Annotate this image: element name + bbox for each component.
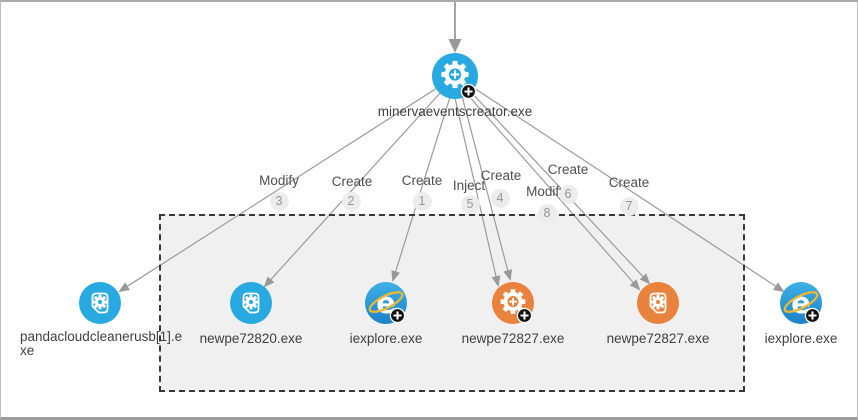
edge-inject-5 <box>454 97 501 287</box>
edge-create-1 <box>391 96 451 282</box>
process-label: newpe72827.exe <box>461 331 565 346</box>
edge-action-label: Create <box>608 175 650 190</box>
file-gear-icon <box>230 282 272 324</box>
expand-plus-icon[interactable] <box>804 307 821 324</box>
process-node-newpe72820[interactable] <box>230 282 272 324</box>
edge-modify-3 <box>118 87 438 293</box>
edge-sequence-badge: 3 <box>269 191 289 211</box>
edge-create-2 <box>263 91 442 288</box>
edge-sequence-badge: 7 <box>619 196 639 216</box>
edge-action-label: Modify <box>259 173 299 188</box>
process-node-iexplore-1[interactable] <box>365 282 407 324</box>
process-label-parent: minervaeventscreator.exe <box>377 104 533 119</box>
process-label: iexplore.exe <box>349 331 423 346</box>
edge-action-label: Create <box>401 173 443 188</box>
expand-plus-icon[interactable] <box>389 307 406 324</box>
process-label: newpe72827.exe <box>606 331 710 346</box>
edge-sequence-badge: 1 <box>412 191 432 211</box>
process-label: newpe72820.exe <box>199 331 303 346</box>
edge-sequence-badge: 2 <box>341 191 361 211</box>
edge-sequence-badge: 8 <box>537 203 557 223</box>
edge-create-6 <box>470 91 651 285</box>
file-gear-icon <box>637 282 679 324</box>
edge-action-label: Modify <box>526 184 566 199</box>
process-node-iexplore-2[interactable] <box>780 282 822 324</box>
process-node-pandacloudcleaner[interactable] <box>79 282 121 324</box>
process-node-parent[interactable] <box>432 53 478 99</box>
file-gear-icon <box>79 282 121 324</box>
expand-plus-icon[interactable] <box>516 307 533 324</box>
edge-create-7 <box>473 87 785 293</box>
edge-action-label: Create <box>480 168 522 183</box>
expand-plus-icon[interactable] <box>460 83 477 100</box>
edge-sequence-badge: 5 <box>460 194 480 214</box>
edge-sequence-badge: 6 <box>558 184 578 204</box>
edge-action-label: Create <box>547 162 589 177</box>
process-label: iexplore.exe <box>764 331 838 346</box>
edge-modify-8 <box>466 93 641 291</box>
edge-sequence-badge: 4 <box>490 188 510 208</box>
process-label: pandacloudcleanerusb[1].exe <box>20 329 183 359</box>
process-node-newpe72827-1[interactable] <box>492 282 534 324</box>
edge-action-label: Inject <box>452 178 486 193</box>
edge-create-4 <box>461 95 513 281</box>
process-node-newpe72827-2[interactable] <box>637 282 679 324</box>
edge-action-label: Create <box>331 174 373 189</box>
